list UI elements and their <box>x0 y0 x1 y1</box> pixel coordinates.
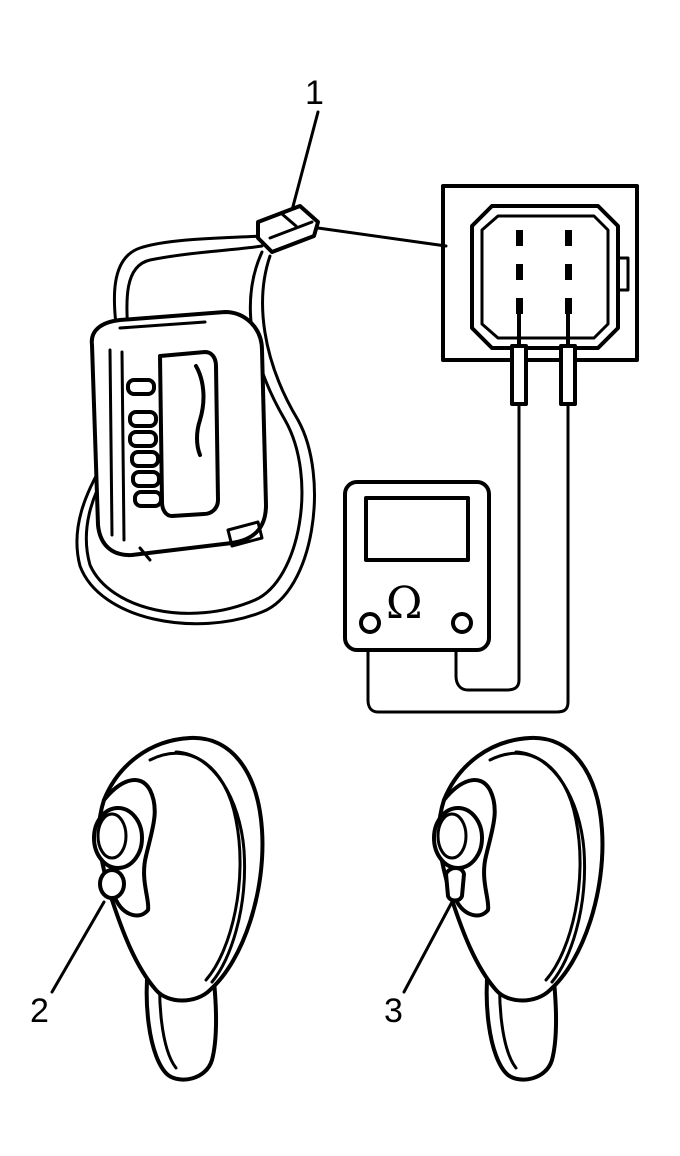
shift-lock-button-released <box>98 868 126 900</box>
connector-detail-box <box>441 184 639 362</box>
ohmmeter: Ω <box>343 480 491 652</box>
meter-jack-right <box>451 612 473 634</box>
shift-lock-button-pressed <box>444 866 466 903</box>
switch-button-5 <box>131 470 161 488</box>
harness-connector <box>256 204 320 254</box>
switch-button-4 <box>130 450 160 468</box>
meter-display <box>364 496 470 562</box>
callout-3-label: 3 <box>384 992 403 1030</box>
terminal-6 <box>565 298 572 314</box>
terminal-5 <box>516 298 523 314</box>
ohm-symbol: Ω <box>386 578 422 629</box>
switch-button-2 <box>128 410 158 428</box>
switch-button-1 <box>126 378 156 396</box>
callout-3-leader <box>402 900 454 994</box>
callout-2-label: 2 <box>30 992 49 1030</box>
terminal-4 <box>565 264 572 280</box>
knob-button-top <box>92 806 144 870</box>
callout-2-leader <box>50 900 106 994</box>
shift-knob-right <box>432 735 605 1082</box>
magnify-line <box>316 226 448 248</box>
terminal-2 <box>565 230 572 246</box>
meter-probes <box>366 310 577 714</box>
switch-button-3 <box>128 430 158 448</box>
terminal-1 <box>516 230 523 246</box>
window-switch-module <box>89 310 268 562</box>
terminal-3 <box>516 264 523 280</box>
callout-1-label: 1 <box>305 74 324 112</box>
shift-knob-left <box>92 735 265 1082</box>
callout-1-leader <box>289 110 320 216</box>
meter-jack-left <box>359 612 381 634</box>
switch-button-6 <box>133 490 163 508</box>
